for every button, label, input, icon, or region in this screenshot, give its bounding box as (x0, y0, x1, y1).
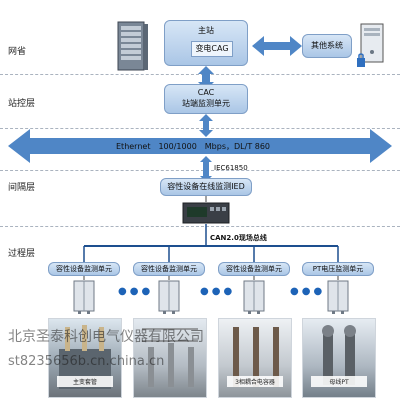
equipment-photo-label: 3相耦合电容器 (227, 376, 283, 387)
field-cabinet-icon (327, 280, 349, 314)
more-units-dots: ●●● (200, 286, 236, 297)
cac-box: CAC 站端监测单元 (164, 84, 248, 114)
cac-ethernet-arrow (199, 114, 213, 137)
more-units-dots: ●●● (290, 286, 326, 297)
coupling-capacitor-icon (233, 327, 279, 387)
monitor-unit-1: 容性设备监测单元 (48, 262, 120, 276)
pt-voltage-unit: PT电压监测单元 (302, 262, 374, 276)
cac-subtitle: 站端监测单元 (182, 99, 230, 108)
cac-title: CAC (197, 88, 215, 97)
field-cabinet-icon (73, 280, 95, 314)
master-other-arrow (252, 36, 302, 56)
layer-label-process: 过程层 (8, 249, 36, 259)
watermark-line-1: 北京圣泰科创电气仪器有限公司 (8, 329, 204, 345)
substation-equipment-icon (142, 328, 198, 387)
monitor-unit-2: 容性设备监测单元 (133, 262, 205, 276)
ethernet-ied-arrow (200, 156, 212, 182)
watermark-line-2: st8235656b.cn.china.cn (8, 354, 165, 369)
bus-label: CAN2.0现场总线 (210, 234, 267, 242)
master-station-box: 主站 变电CAG (164, 20, 248, 66)
field-cabinet-icon (158, 280, 180, 314)
protocol-label: IEC61850 (214, 164, 248, 172)
equipment-photo-4: 母线PT (302, 318, 376, 398)
monitor-unit-3: 容性设备监测单元 (218, 262, 290, 276)
master-station-title: 主站 (198, 26, 214, 35)
ethernet-bus-arrow (8, 129, 392, 163)
other-system-box: 其他系统 (302, 34, 352, 58)
equipment-photo-label: 主变套管 (57, 376, 113, 387)
layer-label-bay: 间隔层 (8, 183, 36, 193)
layer-label-network: 网省 (8, 47, 27, 57)
ied-device-icon (182, 202, 230, 224)
equipment-photo-2 (133, 318, 207, 398)
field-cabinet-icon (243, 280, 265, 314)
equipment-photo-label: 母线PT (311, 376, 367, 387)
server-rack-icon (117, 21, 148, 71)
ied-box: 容性设备在线监测IED (160, 178, 252, 196)
computer-icon (357, 23, 384, 67)
equipment-photo-3: 3相耦合电容器 (218, 318, 292, 398)
ethernet-label: Ethernet 100/1000 Mbps，DL/T 860 (116, 142, 271, 151)
master-station-inner: 变电CAG (191, 41, 233, 57)
busbar-pt-icon (322, 325, 356, 385)
layer-label-station: 站控层 (8, 99, 36, 109)
more-units-dots: ●●● (118, 286, 154, 297)
equipment-photo-1: 主变套管 (48, 318, 122, 398)
